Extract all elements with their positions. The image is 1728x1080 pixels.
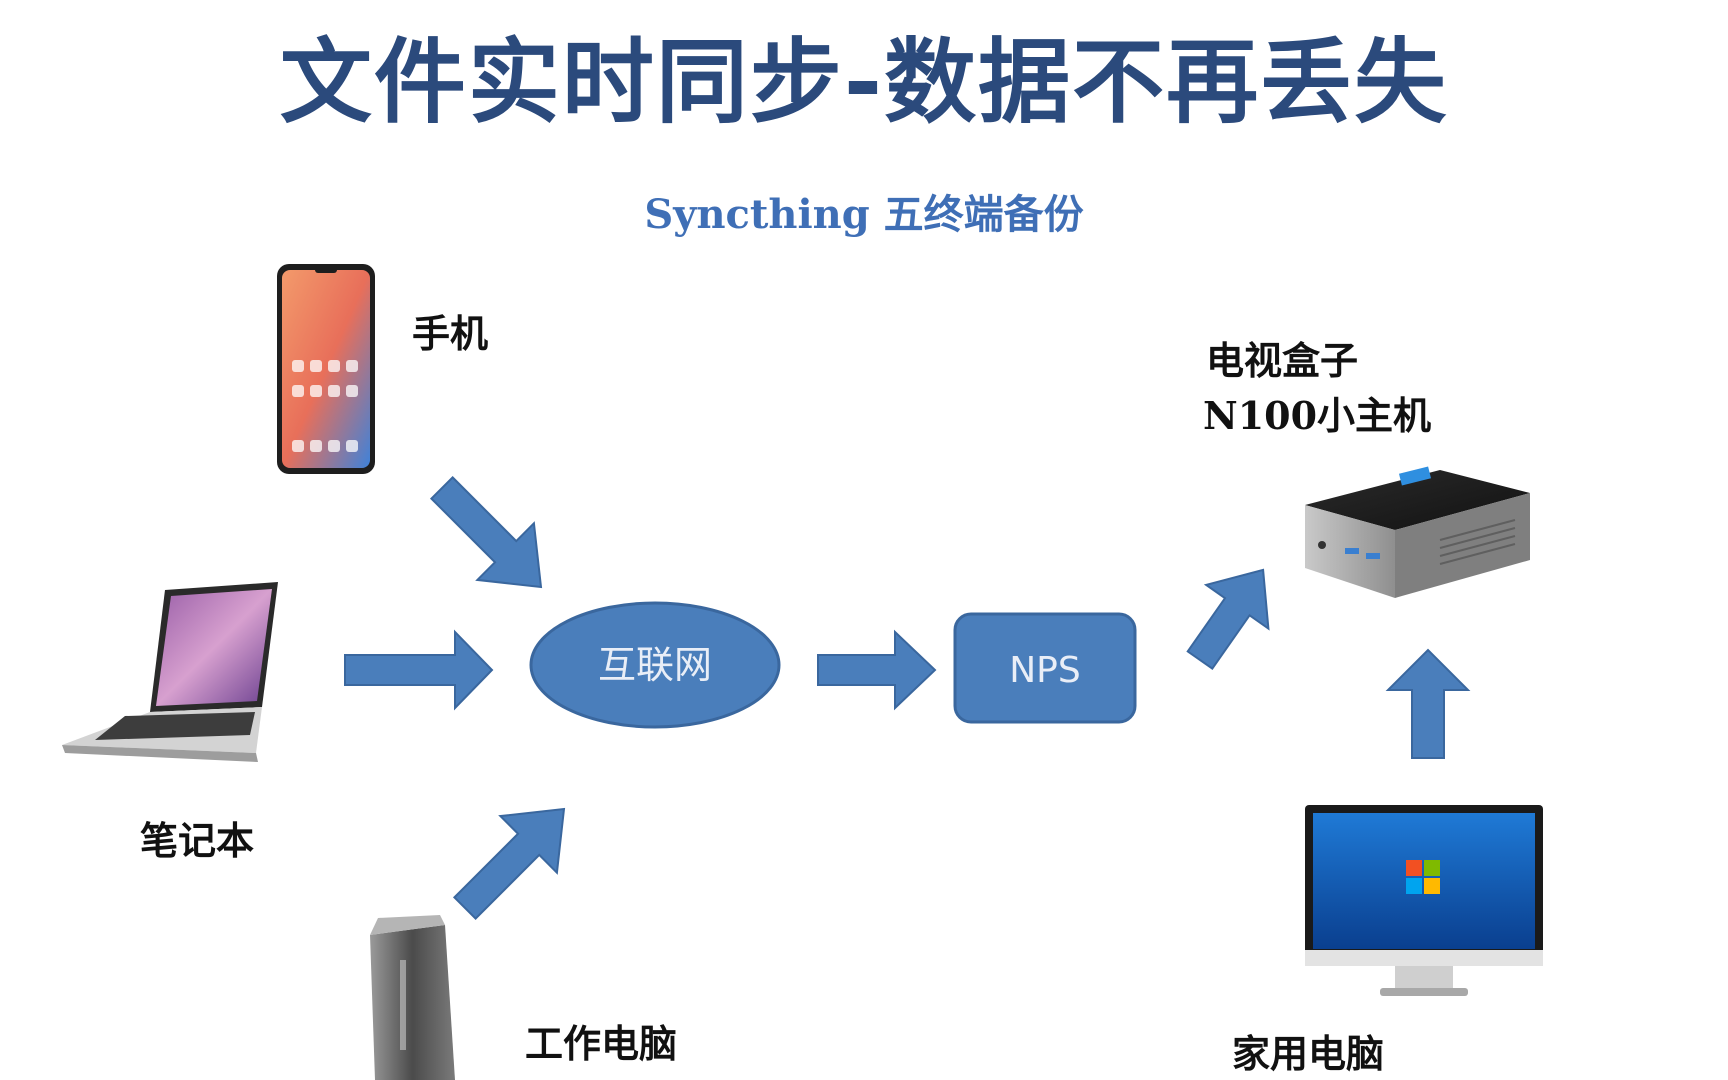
work-pc-icon: [370, 915, 455, 1080]
internet-node: 互联网: [529, 601, 781, 729]
internet-node-label: 互联网: [598, 643, 712, 687]
phone-label: 手机: [412, 311, 489, 356]
laptop-label: 笔记本: [140, 818, 255, 863]
work-pc-label: 工作电脑: [525, 1021, 678, 1066]
page-title: 文件实时同步-数据不再丢失: [279, 29, 1449, 136]
arrow-laptop-to-internet: [344, 629, 494, 711]
laptop-icon: [62, 582, 278, 762]
arrow-phone-to-internet: [429, 475, 543, 589]
phone-icon: [277, 264, 375, 474]
arrow-homepc-to-minipc: [1385, 648, 1471, 759]
arrow-nps-to-minipc: [1186, 568, 1270, 670]
nps-node: NPS: [953, 612, 1137, 724]
arrow-workpc-to-internet: [452, 807, 566, 921]
home-pc-label: 家用电脑: [1232, 1031, 1385, 1076]
mini-pc-label: N100小主机: [1203, 393, 1432, 438]
arrow-internet-to-nps: [817, 629, 937, 711]
windows-logo-icon: [1406, 860, 1440, 894]
home-pc-icon: [1305, 805, 1543, 996]
page-subtitle: Syncthing 五终端备份: [644, 191, 1084, 238]
tv-box-label: 电视盒子: [1206, 338, 1359, 383]
nps-node-label: NPS: [1009, 650, 1081, 691]
mini-pc-icon: [1305, 466, 1530, 598]
